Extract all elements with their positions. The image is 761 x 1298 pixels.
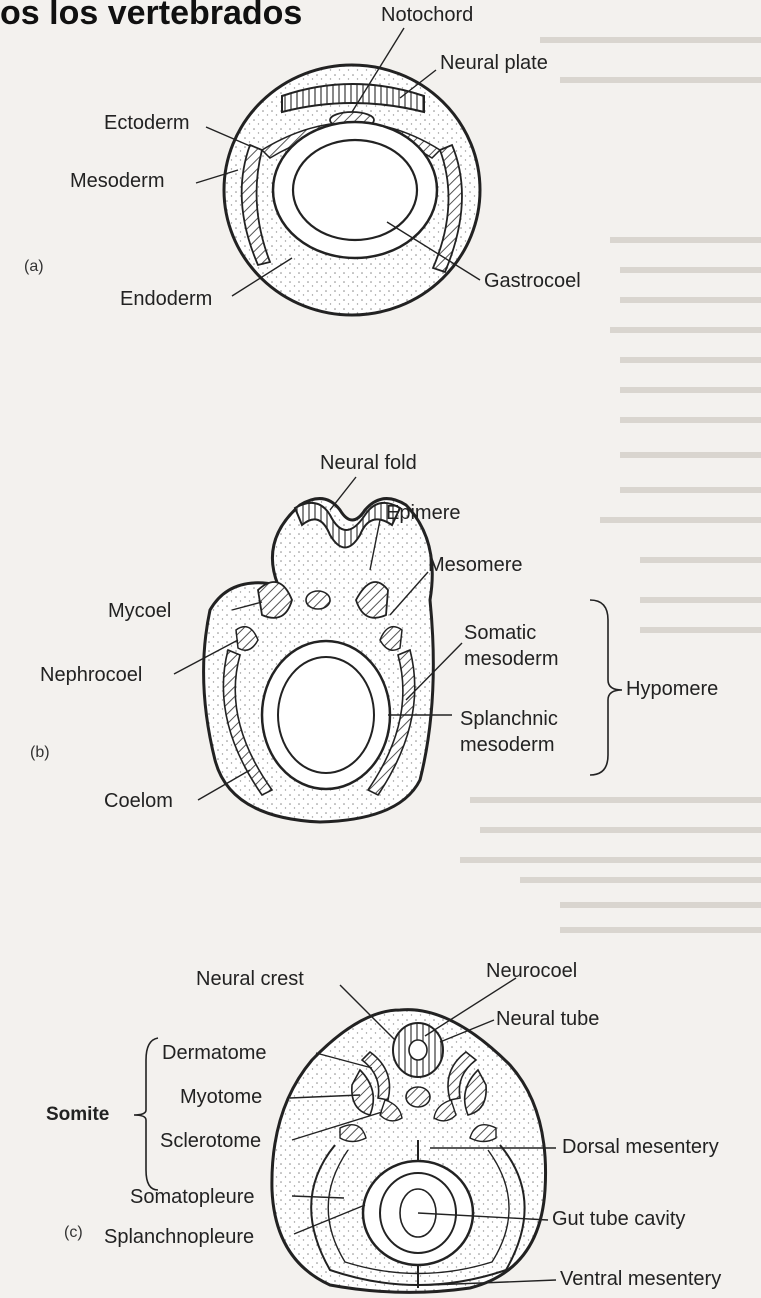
label-ectoderm: Ectoderm	[104, 112, 190, 134]
label-notochord: Notochord	[381, 4, 473, 26]
label-gastrocoel: Gastrocoel	[484, 270, 581, 292]
label-hypomere: Hypomere	[626, 678, 718, 700]
label-neural-fold: Neural fold	[320, 452, 417, 474]
label-neural-plate: Neural plate	[440, 52, 548, 74]
label-somatic-line1: Somatic	[464, 622, 536, 644]
page-title: os los vertebrados	[0, 0, 302, 33]
panel-a-tag: (a)	[24, 256, 44, 278]
panel-b-notochord	[306, 591, 330, 609]
panel-c-notochord	[406, 1087, 430, 1107]
label-myotome: Myotome	[180, 1086, 262, 1108]
label-epimere: Epimere	[386, 502, 460, 524]
label-nephrocoel: Nephrocoel	[40, 664, 142, 686]
label-endoderm: Endoderm	[120, 288, 212, 310]
label-somatopleure: Somatopleure	[130, 1186, 255, 1208]
label-sclerotome: Sclerotome	[160, 1130, 261, 1152]
label-dermatome: Dermatome	[162, 1042, 266, 1064]
label-somatic-line2: mesoderm	[464, 648, 558, 670]
panel-b-tag: (b)	[30, 742, 50, 764]
panel-b-hypomere-bracket	[590, 600, 622, 775]
panel-a-gastrocoel	[293, 140, 417, 240]
panel-c-tag: (c)	[64, 1222, 83, 1244]
background-text-lines	[460, 40, 761, 930]
panel-a-gastrula-section	[196, 28, 480, 315]
label-mycoel: Mycoel	[108, 600, 171, 622]
panel-c-somite-bracket	[134, 1038, 158, 1190]
panel-b-gut-cavity	[278, 657, 374, 773]
label-splanchnic-line1: Splanchnic	[460, 708, 558, 730]
label-ventral-mesentery: Ventral mesentery	[560, 1268, 721, 1290]
label-somite: Somite	[46, 1104, 109, 1126]
label-splanchnopleure: Splanchnopleure	[104, 1226, 254, 1248]
label-splanchnic-line2: mesoderm	[460, 734, 554, 756]
label-neural-tube: Neural tube	[496, 1008, 599, 1030]
label-coelom: Coelom	[104, 790, 173, 812]
label-mesoderm: Mesoderm	[70, 170, 164, 192]
label-neural-crest: Neural crest	[196, 968, 304, 990]
label-mesomere: Mesomere	[428, 554, 522, 576]
panel-c-neurocoel	[409, 1040, 427, 1060]
label-neurocoel: Neurocoel	[486, 960, 577, 982]
label-gut-tube-cavity: Gut tube cavity	[552, 1208, 685, 1230]
label-dorsal-mesentery: Dorsal mesentery	[562, 1136, 719, 1158]
